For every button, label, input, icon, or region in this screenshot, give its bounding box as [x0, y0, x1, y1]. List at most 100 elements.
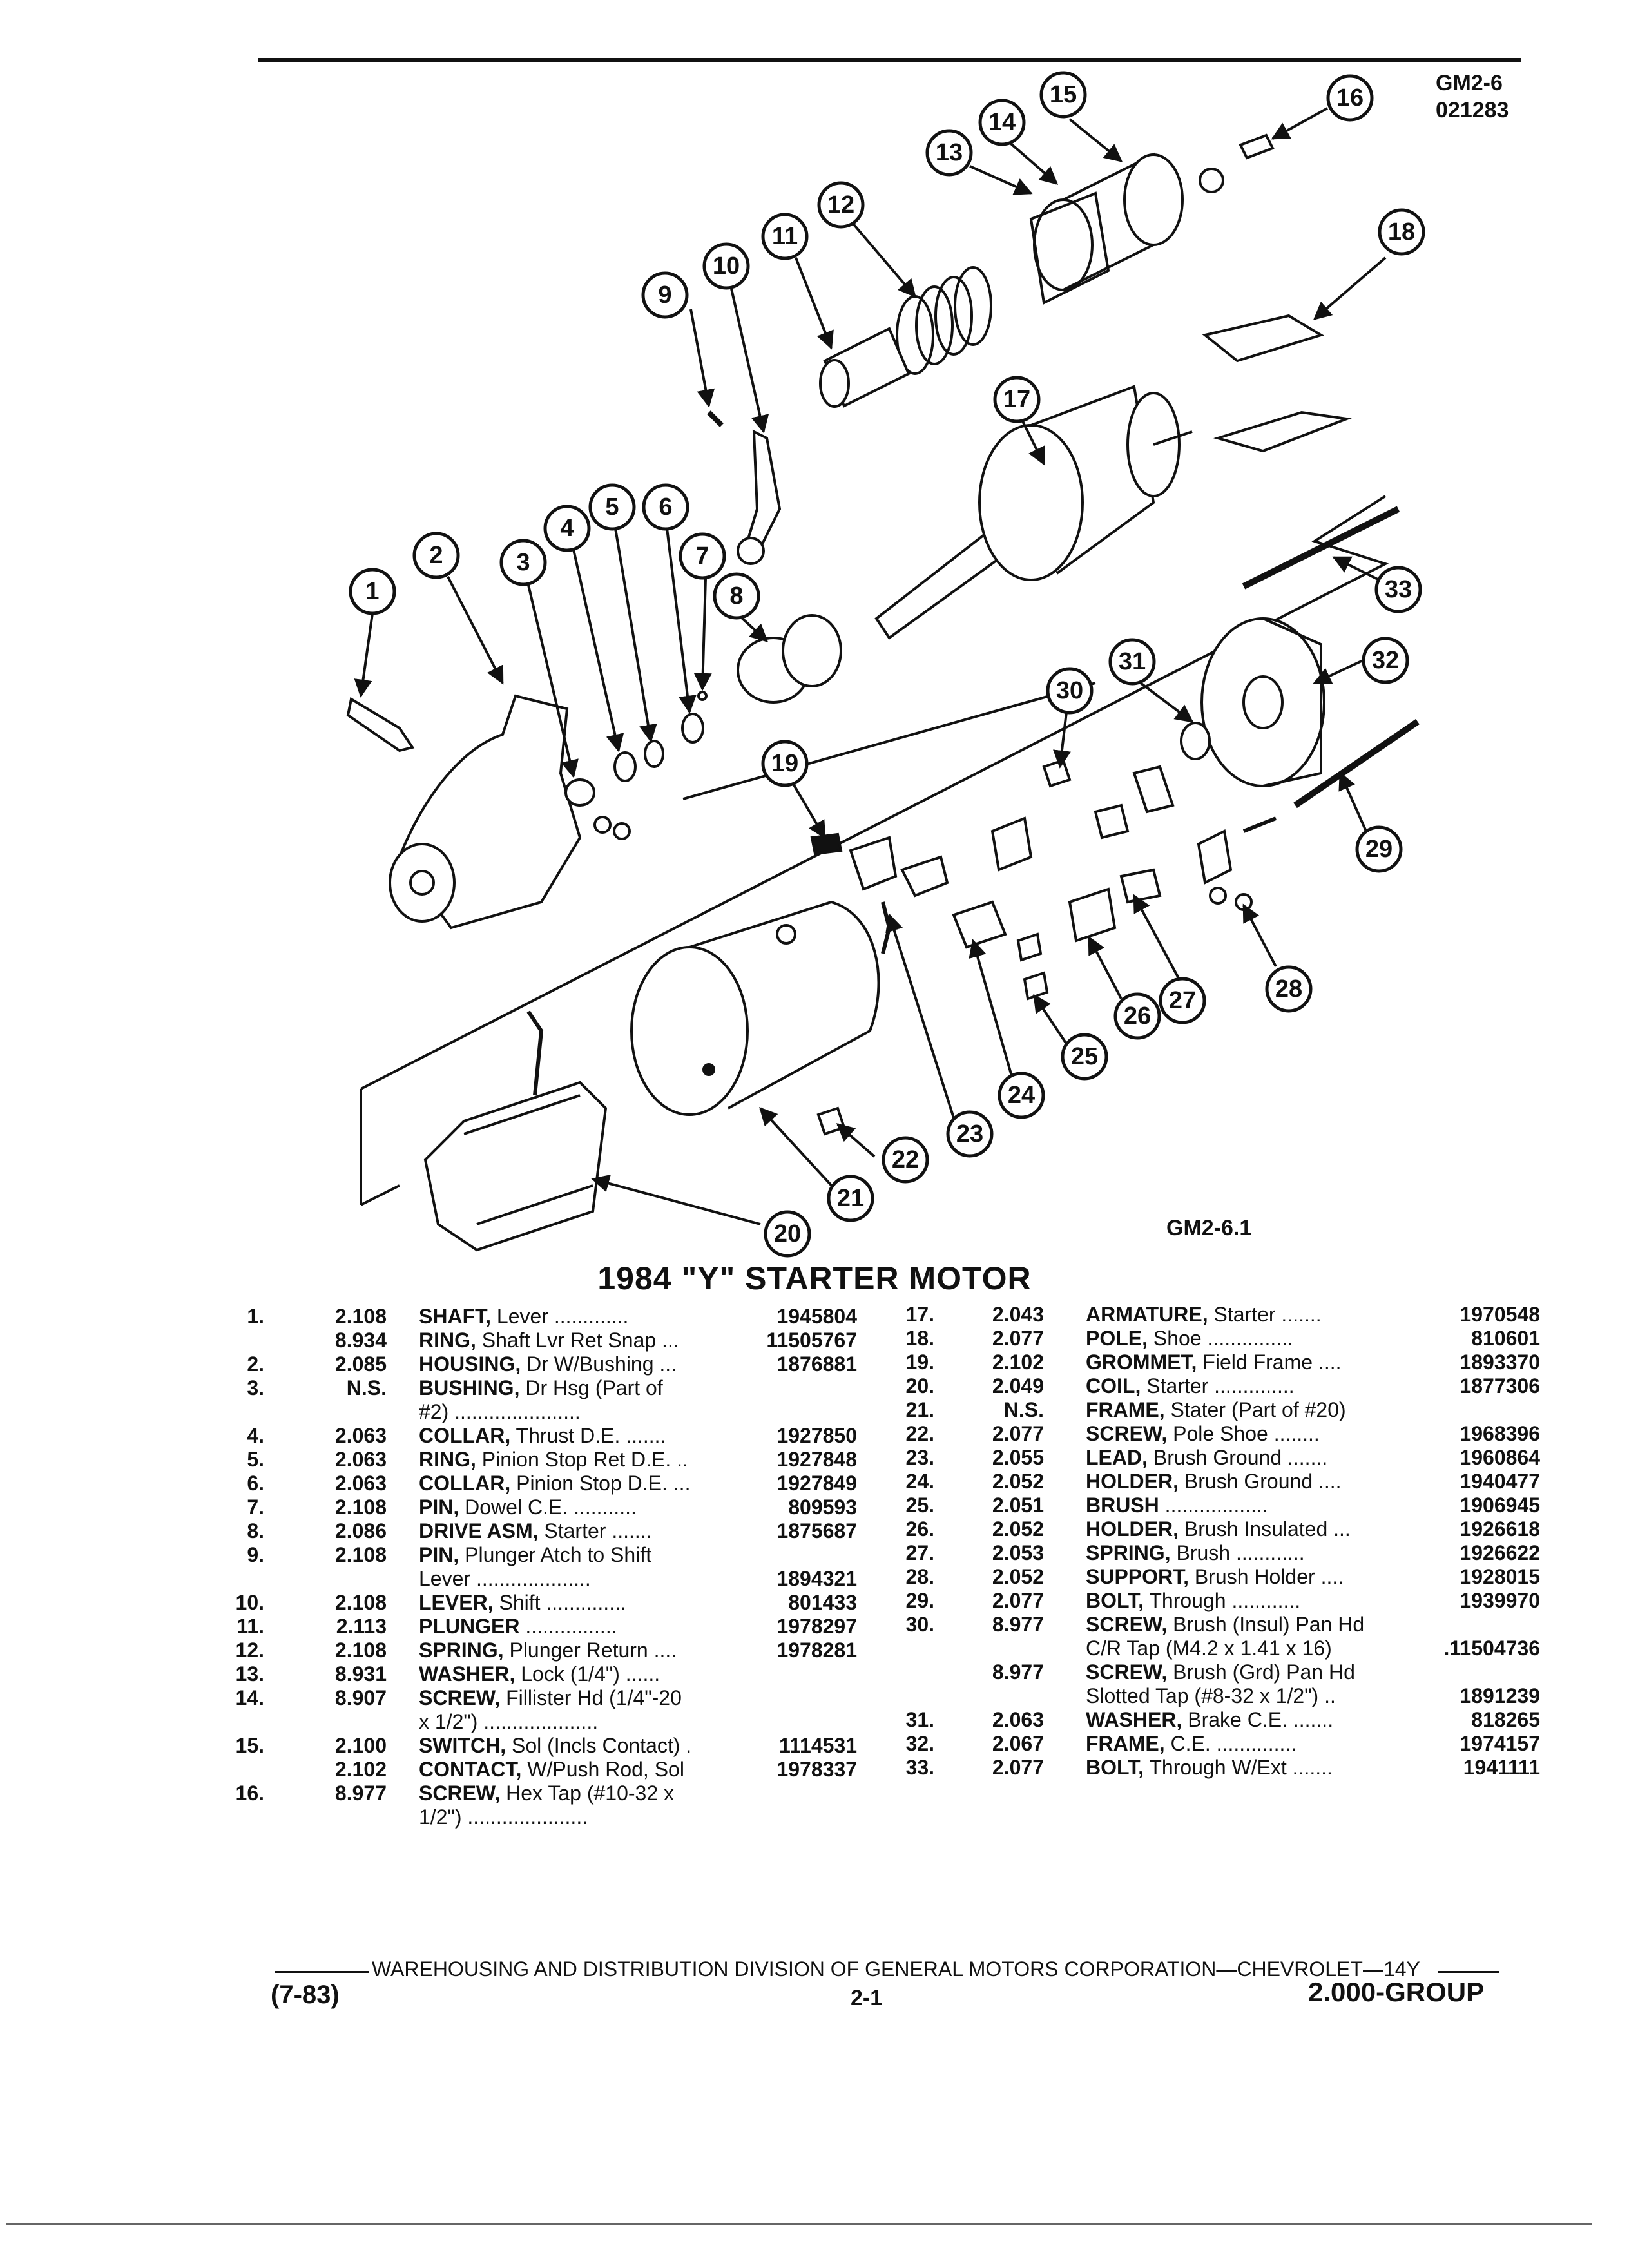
part-detail: Sol (Incls Contact) .: [506, 1734, 692, 1757]
part-number: 1894321: [776, 1567, 857, 1590]
part-name: SUPPORT,: [1086, 1565, 1190, 1588]
svg-text:31: 31: [1119, 648, 1146, 675]
part-description: RING, Pinion Stop Ret D.E. ..: [419, 1448, 688, 1472]
part-name: CONTACT,: [419, 1758, 522, 1781]
callout-23: 23: [946, 1110, 994, 1158]
callout-33: 33: [1374, 566, 1422, 613]
part-detail: Brush Ground .......: [1148, 1446, 1328, 1469]
part-number: 1875687: [776, 1519, 857, 1542]
item-number: 11.: [236, 1615, 264, 1638]
group-number: 2.113: [336, 1615, 387, 1638]
part-name: HOLDER,: [1086, 1517, 1179, 1541]
part-number: 1940477: [1460, 1470, 1540, 1493]
svg-text:5: 5: [605, 494, 619, 521]
callout-10: 10: [702, 242, 750, 290]
part-detail: Shoe ...............: [1148, 1327, 1293, 1350]
part-detail: ................: [519, 1615, 617, 1638]
part-description: PLUNGER ................: [419, 1615, 617, 1639]
item-number: 1.: [247, 1305, 264, 1328]
callout-32: 32: [1362, 637, 1409, 684]
part-number: 818265: [1471, 1708, 1540, 1731]
part-number: 1941111: [1463, 1756, 1540, 1779]
component-sketches: [346, 133, 1420, 1252]
item-number: 26.: [905, 1517, 934, 1541]
part-name: SPRING,: [419, 1639, 504, 1662]
group-number: 2.108: [334, 1639, 387, 1662]
group-number: 2.077: [992, 1589, 1044, 1612]
callout-26: 26: [1113, 992, 1161, 1040]
part-name: BOLT,: [1086, 1756, 1144, 1779]
part-description: HOLDER, Brush Insulated ...: [1086, 1517, 1351, 1541]
group-number: N.S.: [1003, 1398, 1044, 1421]
part-name: LEAD,: [1086, 1446, 1148, 1469]
svg-text:1: 1: [365, 578, 379, 605]
part-detail: Lock (1/4") ......: [515, 1662, 660, 1686]
part-description: WASHER, Lock (1/4") ......: [419, 1662, 660, 1686]
part-number: 1927850: [776, 1424, 857, 1447]
part-detail: Starter .......: [1208, 1303, 1322, 1326]
group-number: 2.052: [992, 1517, 1044, 1541]
group-number: 2.053: [992, 1541, 1044, 1564]
item-number: 15.: [235, 1734, 264, 1757]
part-name: DRIVE ASM,: [419, 1519, 539, 1542]
part-number: 1978337: [776, 1758, 857, 1781]
callout-3: 3: [499, 539, 547, 586]
part-description: #2) ......................: [419, 1400, 581, 1424]
svg-text:4: 4: [560, 515, 574, 542]
group-number: 2.108: [334, 1591, 387, 1614]
part-description: HOLDER, Brush Ground ....: [1086, 1470, 1342, 1494]
callout-1: 1: [349, 568, 396, 615]
item-number: 29.: [905, 1589, 934, 1612]
callout-30: 30: [1046, 667, 1094, 715]
part-name: SCREW,: [1086, 1660, 1168, 1684]
plunger-spring: [896, 266, 992, 375]
group-number: 2.051: [992, 1494, 1044, 1517]
svg-text:25: 25: [1071, 1043, 1098, 1070]
item-number: 22.: [905, 1422, 934, 1445]
callout-balloons: 1 2 3 4 5 6 7 8 9 10 11 12 13 14 15 16 1…: [349, 71, 1425, 1258]
part-description: BRUSH ..................: [1086, 1494, 1268, 1517]
part-detail: Plunger Return ....: [503, 1639, 677, 1662]
part-description: SPRING, Brush ............: [1086, 1541, 1305, 1565]
item-number: 20.: [905, 1374, 934, 1398]
item-number: 5.: [247, 1448, 264, 1471]
part-name: COIL,: [1086, 1374, 1141, 1398]
item-number: 14.: [235, 1686, 264, 1709]
item-number: 12.: [235, 1639, 264, 1662]
item-number: 33.: [905, 1756, 934, 1779]
part-detail: Starter ..............: [1141, 1374, 1295, 1398]
part-name: PIN,: [419, 1543, 459, 1566]
svg-text:6: 6: [659, 494, 672, 521]
svg-text:7: 7: [695, 543, 709, 570]
callout-12: 12: [817, 181, 865, 229]
group-number: 2.052: [992, 1470, 1044, 1493]
drive-assembly: [737, 614, 842, 704]
part-number: .11504736: [1443, 1637, 1541, 1660]
part-detail: Stater (Part of #20): [1164, 1398, 1346, 1421]
part-description: DRIVE ASM, Starter .......: [419, 1519, 652, 1543]
part-name: COLLAR,: [419, 1472, 511, 1495]
part-description: GROMMET, Field Frame ....: [1086, 1350, 1341, 1374]
group-number: 8.907: [334, 1686, 387, 1709]
part-name: WASHER,: [419, 1662, 516, 1686]
part-description: BOLT, Through ............: [1086, 1589, 1300, 1613]
part-number: 1960864: [1460, 1446, 1540, 1469]
svg-text:12: 12: [827, 191, 854, 218]
